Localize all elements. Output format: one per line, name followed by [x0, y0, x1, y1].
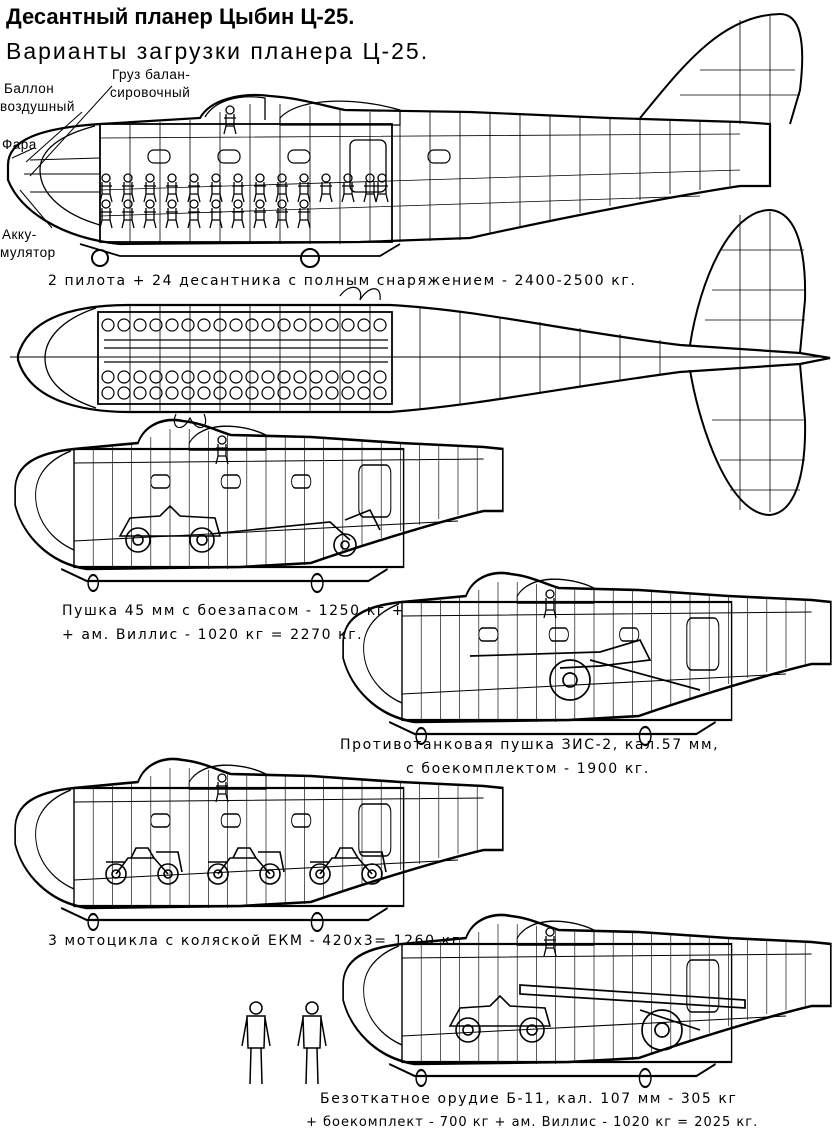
callout-balloon-2: воздушный	[0, 99, 75, 114]
standing-soldier-right	[297, 1001, 327, 1085]
caption-zis2-2: с боекомплектом - 1900 кг.	[406, 761, 650, 777]
caption-gun45-1: Пушка 45 мм с боезапасом - 1250 кг +	[62, 603, 406, 619]
callout-headlight: Фара	[2, 137, 37, 152]
glider-zis2-view	[342, 571, 832, 747]
glider-b11-view	[241, 913, 832, 1089]
standing-soldier-left	[241, 1001, 271, 1085]
caption-zis2-1: Противотанковая пушка ЗИС-2, кал.57 мм,	[340, 737, 720, 753]
caption-gun45-2: + ам. Виллис - 1020 кг = 2270 кг.	[62, 627, 364, 643]
pilot	[543, 589, 557, 619]
gun-45mm	[209, 508, 381, 557]
caption-b11-1: Безоткатное орудие Б-11, кал. 107 мм - 3…	[320, 1091, 738, 1107]
callout-battery-2: мулятор	[0, 245, 56, 260]
glider-moto-view	[14, 757, 504, 933]
pilot	[543, 927, 557, 957]
page-title: Десантный планер Цыбин Ц-25.	[6, 4, 355, 29]
callout-battery-1: Акку-	[2, 227, 37, 242]
glider-troops-view	[6, 12, 804, 269]
zis2-gun	[469, 638, 701, 701]
callout-cargo-1: Груз балан-	[112, 67, 191, 82]
caption-b11-2: + боекомплект - 700 кг + ам. Виллис - 10…	[306, 1115, 759, 1130]
glider-top-view	[10, 208, 831, 517]
caption-troops: 2 пилота + 24 десантника с полным снаряж…	[48, 273, 637, 289]
callout-cargo-2: сировочный	[110, 85, 191, 100]
caption-moto: 3 мотоцикла с коляской ЕКМ - 420х3= 1260…	[48, 933, 467, 949]
page-subtitle: Варианты загрузки планера Ц-25.	[6, 38, 430, 64]
callout-balloon-1: Баллон	[4, 81, 55, 96]
b11-gun	[519, 984, 746, 1051]
pilot	[223, 105, 237, 135]
glider-gun45-view	[14, 418, 504, 594]
